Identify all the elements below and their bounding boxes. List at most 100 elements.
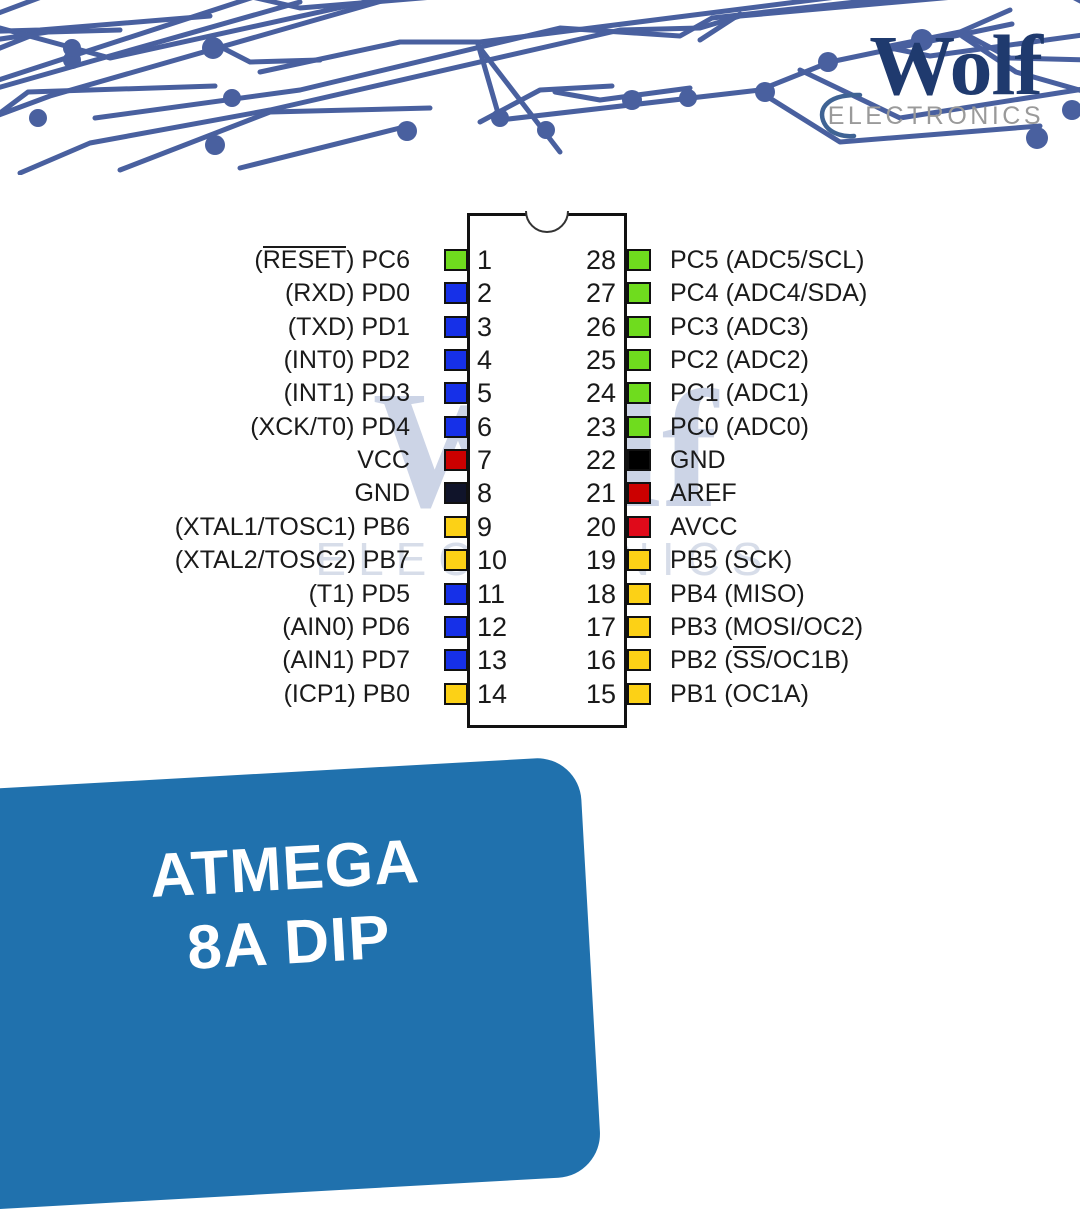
pin-pad bbox=[444, 515, 468, 538]
pin-number: 1 bbox=[477, 245, 493, 275]
pin-row: PB2 (SS/OC1B) 16 bbox=[560, 643, 980, 677]
pin-pad bbox=[627, 582, 651, 605]
pin-row: (TXD) PD1 3 bbox=[100, 310, 520, 344]
pin-row: VCC 7 bbox=[100, 443, 520, 477]
pin-number: 13 bbox=[477, 645, 508, 676]
pin-number: 4 bbox=[477, 345, 493, 376]
pin-pad bbox=[444, 582, 468, 605]
pin-label: PC5 (ADC5/SCL) bbox=[670, 246, 865, 274]
pin-row: PB1 (OC1A)15 bbox=[560, 677, 980, 711]
pin-row: PB5 (SCK) 19 bbox=[560, 543, 980, 577]
pin-number: 5 bbox=[477, 378, 493, 409]
pin-pad bbox=[444, 415, 468, 438]
logo-wordmark: Wolf bbox=[869, 17, 1043, 113]
title-banner: ATMEGA 8A DIP bbox=[0, 755, 603, 1214]
pin-number: 11 bbox=[477, 578, 506, 609]
pin-number: 28 bbox=[585, 245, 616, 275]
logo-subtitle-wrap: ELECTRONICS bbox=[796, 92, 1046, 139]
pin-row: PC5 (ADC5/SCL) 28 bbox=[560, 243, 980, 277]
pin-label: VCC bbox=[357, 446, 410, 475]
pin-pad bbox=[627, 315, 651, 338]
pin-number: 19 bbox=[585, 545, 616, 576]
pin-number: 3 bbox=[477, 311, 493, 342]
pin-pad bbox=[627, 515, 651, 538]
pin-label: PC1 (ADC1) bbox=[670, 379, 809, 408]
banner-title-line2: 8A DIP bbox=[185, 902, 393, 984]
pin-pad bbox=[444, 549, 468, 572]
pin-number: 24 bbox=[585, 378, 616, 409]
pin-pad bbox=[444, 382, 468, 405]
pin-label: PC2 (ADC2) bbox=[670, 346, 809, 375]
pin-label: PB4 (MISO) bbox=[670, 579, 805, 608]
pin-label: GND bbox=[670, 446, 726, 475]
pin-pad bbox=[444, 682, 468, 705]
pin-number: 16 bbox=[585, 645, 616, 676]
pin-label: (XTAL2/TOSC2) PB7 bbox=[174, 546, 410, 575]
pin-label: PB5 (SCK) bbox=[670, 546, 793, 575]
overline-text: RESET bbox=[262, 243, 347, 277]
pin-row: (INT1) PD3 5 bbox=[100, 376, 520, 410]
swoosh-arc-icon bbox=[819, 92, 863, 139]
pin-pad bbox=[627, 415, 651, 438]
pin-number: 8 bbox=[477, 478, 493, 509]
banner-title: ATMEGA 8A DIP bbox=[3, 817, 570, 996]
pin-label: (ICP1) PB0 bbox=[283, 679, 410, 708]
pin-label: PC0 (ADC0) bbox=[670, 412, 809, 441]
pin-row: PC2 (ADC2) 25 bbox=[560, 343, 980, 377]
pin-label: (AIN0) PD6 bbox=[282, 612, 410, 641]
pin-pad bbox=[444, 449, 468, 472]
pin-row: (INT0) PD2 4 bbox=[100, 343, 520, 377]
pin-pad bbox=[627, 449, 651, 472]
pin-row: (XTAL2/TOSC2) PB7 10 bbox=[100, 543, 520, 577]
pin-row: PB3 (MOSI/OC2)17 bbox=[560, 610, 980, 644]
pin-label: PB3 (MOSI/OC2) bbox=[670, 612, 864, 641]
pin-pad bbox=[627, 682, 651, 705]
pin-label: PC3 (ADC3) bbox=[670, 312, 809, 341]
logo-subtitle: ELECTRONICS bbox=[827, 102, 1044, 130]
pin-number: 23 bbox=[585, 411, 616, 442]
pin-pad bbox=[444, 649, 468, 672]
pin-label: GND bbox=[354, 479, 410, 508]
pin-pad bbox=[444, 615, 468, 638]
pin-row: GND 8 bbox=[100, 476, 520, 510]
pin-row: (AIN1) PD7 13 bbox=[100, 643, 520, 677]
pin-number: 26 bbox=[585, 311, 616, 342]
pin-number: 9 bbox=[477, 511, 493, 542]
pin-pad bbox=[444, 482, 468, 505]
pin-label: (XTAL1/TOSC1) PB6 bbox=[174, 512, 410, 541]
chip-notch-icon bbox=[525, 211, 569, 233]
pin-number: 2 bbox=[477, 278, 493, 309]
pin-pad bbox=[444, 249, 468, 271]
pin-label: (INT1) PD3 bbox=[283, 379, 410, 408]
pin-label: (AIN1) PD7 bbox=[282, 646, 410, 675]
pin-pad bbox=[627, 549, 651, 572]
pin-pad bbox=[627, 249, 651, 271]
banner-title-line1: ATMEGA bbox=[148, 827, 422, 912]
pin-label: AREF bbox=[670, 479, 737, 508]
pin-row: (XTAL1/TOSC1) PB6 9 bbox=[100, 510, 520, 544]
pin-label: PB1 (OC1A) bbox=[670, 679, 809, 708]
pin-row: (RESET) PC6 1 bbox=[100, 243, 520, 277]
pin-number: 18 bbox=[585, 578, 616, 609]
pin-pad bbox=[444, 349, 468, 372]
brand-logo: Wolf ELECTRONICS bbox=[796, 22, 1046, 142]
pin-label: (RXD) PD0 bbox=[284, 279, 410, 308]
pin-label: (RESET) PC6 bbox=[254, 243, 410, 277]
pin-row: PB4 (MISO) 18 bbox=[560, 577, 980, 611]
pin-number: 10 bbox=[477, 545, 508, 576]
pin-label: (TXD) PD1 bbox=[287, 312, 410, 341]
pin-number: 25 bbox=[585, 345, 616, 376]
pin-label: PB2 (SS/OC1B) bbox=[670, 643, 849, 677]
pin-number: 20 bbox=[585, 511, 616, 542]
pcb-trace-decoration bbox=[0, 0, 1080, 175]
pin-pad bbox=[627, 615, 651, 638]
overline-text: SS bbox=[732, 643, 767, 677]
pin-number: 7 bbox=[477, 445, 493, 476]
pin-pad bbox=[444, 282, 468, 305]
pin-label: (INT0) PD2 bbox=[283, 346, 410, 375]
